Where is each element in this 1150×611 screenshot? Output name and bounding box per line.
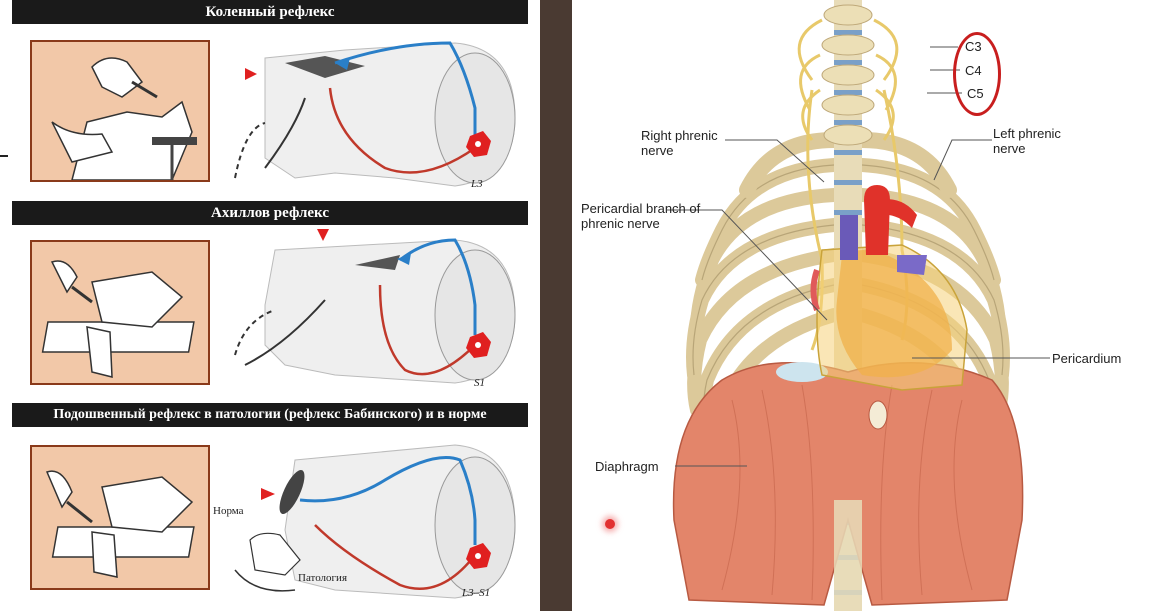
thorax-illustration — [667, 0, 1050, 611]
knee-reflex-photo — [30, 40, 210, 182]
label-pericardium: Pericardium — [1052, 351, 1122, 366]
label-pericardial-branch: Pericardial branch of phrenic nerve — [581, 201, 701, 231]
achilles-reflex-arc-diagram — [225, 225, 525, 390]
level-label-c3: C3 — [965, 39, 982, 54]
segment-label-knee: L3 — [471, 178, 483, 190]
pointer-dot — [605, 519, 615, 529]
babinski-reflex-arc-diagram — [225, 430, 525, 605]
segment-label-achilles: S1 — [474, 377, 485, 389]
section-title-achilles-reflex: Ахиллов рефлекс — [12, 201, 528, 225]
knee-reflex-arc-diagram — [225, 28, 525, 193]
margin-tick — [0, 155, 8, 157]
section-title-knee-reflex: Коленный рефлекс — [12, 0, 528, 24]
cervical-level-highlight — [953, 32, 1001, 116]
level-label-c4: C4 — [965, 63, 982, 78]
label-right-phrenic-nerve: Right phrenic nerve — [641, 128, 718, 158]
label-diaphragm: Diaphragm — [595, 459, 659, 474]
achilles-reflex-photo — [30, 240, 210, 385]
annotation-norm: Норма — [213, 505, 244, 517]
segment-label-babinski: L3–S1 — [462, 587, 491, 599]
reflex-figure-panel: Коленный рефлекс L3 Ахиллов рефлекс — [0, 0, 540, 611]
label-left-phrenic-nerve: Left phrenic nerve — [993, 126, 1061, 156]
phrenic-nerve-figure-panel: C3 C4 C5 Right phrenic nerve Left phreni… — [572, 0, 1150, 611]
annotation-pathology: Патология — [298, 572, 348, 584]
babinski-reflex-photo — [30, 445, 210, 590]
level-label-c5: C5 — [967, 86, 984, 101]
section-title-babinski-reflex: Подошвенный рефлекс в патологии (рефлекс… — [12, 403, 528, 427]
